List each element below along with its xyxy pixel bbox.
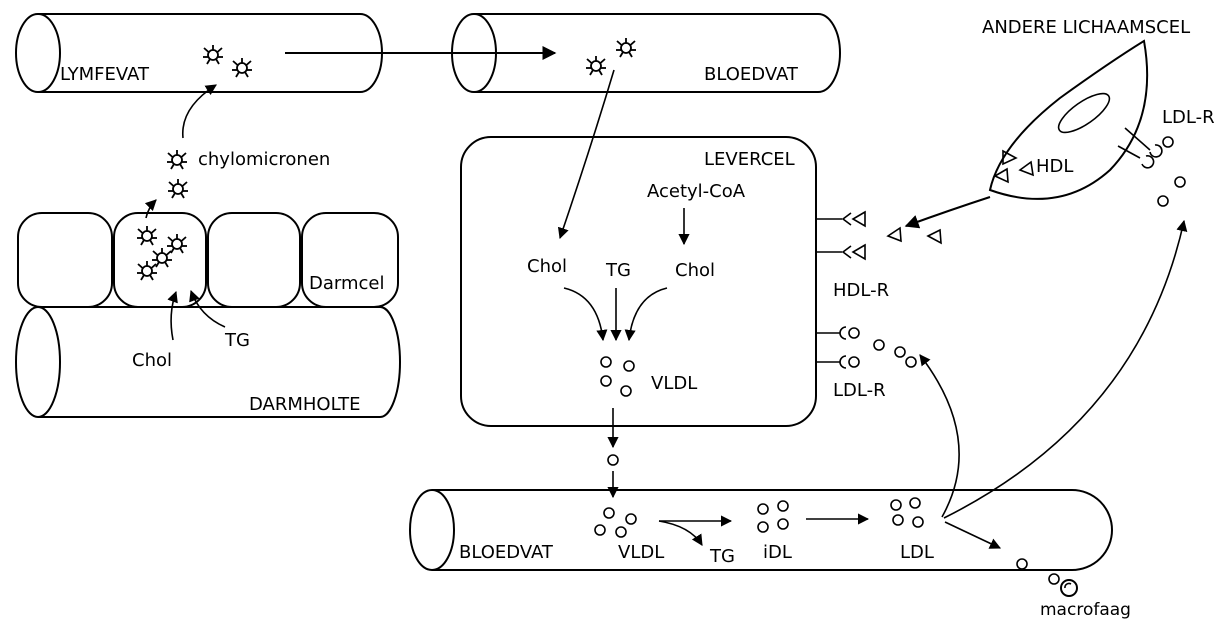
idl-particles <box>757 500 789 533</box>
ldl-particles-blood <box>890 497 924 528</box>
hdl-particles-cell <box>993 149 1035 184</box>
chylomicron-icon <box>167 178 189 199</box>
darmholte-label: DARMHOLTE <box>249 394 361 415</box>
blood-vessel-top-label: BLOEDVAT <box>704 64 799 85</box>
ldl-receptor-liver <box>816 326 860 369</box>
arrow-cell-to-chylo <box>144 199 157 219</box>
liver-cell-label: LEVERCEL <box>704 149 795 170</box>
ldl-particle <box>873 339 885 351</box>
hdl-cell-label: HDL <box>1036 156 1073 177</box>
ldl-particle <box>1157 195 1169 207</box>
arrow-ldl-to-liver <box>919 354 960 518</box>
lymph-vessel-label: LYMFEVAT <box>60 64 150 85</box>
ldl-label: LDL <box>900 542 934 563</box>
arrow-ldl-to-other-cell <box>943 219 1188 519</box>
ldl-particle <box>894 346 906 358</box>
arrow-chol-left-to-vldl <box>563 287 608 342</box>
macrofaag-label: macrofaag <box>1040 600 1131 619</box>
chylomicron-icon <box>136 225 158 246</box>
chol-right-label: Chol <box>675 260 715 281</box>
acetyl-coa-label: Acetyl-CoA <box>647 181 746 202</box>
chylomicron-icon <box>136 260 158 281</box>
arrow-tg-into-cell <box>189 289 226 328</box>
chylomicron-icon <box>231 57 253 78</box>
chylomicron-icon <box>585 55 607 76</box>
arrow-chol-right-to-vldl <box>624 287 668 342</box>
idl-label: iDL <box>763 542 792 563</box>
vldl-blood-label: VLDL <box>618 542 664 563</box>
vldl-particle <box>607 454 619 466</box>
hdl-receptor-label: HDL-R <box>833 280 889 301</box>
tg-blood-label: TG <box>709 546 735 567</box>
ldl-particle <box>1174 176 1186 188</box>
other-body-cell <box>988 39 1149 200</box>
ldl-receptor-liver-label: LDL-R <box>833 380 886 401</box>
chylomicron-icon <box>166 233 188 254</box>
vldl-liver-label: VLDL <box>651 373 697 394</box>
liver-cell <box>460 136 817 427</box>
macrophage <box>1048 573 1078 597</box>
tg-darm-label: TG <box>224 330 250 351</box>
arrow-hdl-to-liver <box>904 196 991 229</box>
arrow-ldl-to-macrophage <box>944 521 1002 549</box>
arrow-chylo-to-lymph <box>182 84 217 139</box>
blood-vessel-bottom <box>409 489 1113 571</box>
chylomicron-icon <box>202 44 224 65</box>
arrow-chylo-to-liver <box>557 69 615 240</box>
other-body-cell-label: ANDERE LICHAAMSCEL <box>982 17 1190 38</box>
tg-center-label: TG <box>605 260 631 281</box>
vldl-particles-liver <box>600 356 635 397</box>
ldl-particle <box>1016 558 1028 570</box>
chylomicron-icon <box>615 37 637 58</box>
blood-vessel-bottom-label: BLOEDVAT <box>459 542 554 563</box>
intestinal-lumen <box>15 306 401 418</box>
chylomicronen-label: chylomicronen <box>198 149 330 170</box>
ldl-particle <box>905 356 917 368</box>
ldl-receptor-cell-label: LDL-R <box>1162 107 1215 128</box>
arrow-chol-into-cell <box>167 290 178 341</box>
hdl-receptor <box>816 210 866 261</box>
chol-darm-label: Chol <box>132 350 172 371</box>
vldl-particles-blood <box>594 507 637 538</box>
darmcel-label: Darmcel <box>309 273 384 294</box>
chol-left-label: Chol <box>527 256 567 277</box>
arrow-vldl-to-tg <box>658 520 703 546</box>
hdl-particles-free <box>886 226 942 245</box>
ldl-particle <box>1162 136 1174 148</box>
chylomicron-icon <box>166 149 188 170</box>
ldl-receptor-cell <box>1117 127 1163 169</box>
